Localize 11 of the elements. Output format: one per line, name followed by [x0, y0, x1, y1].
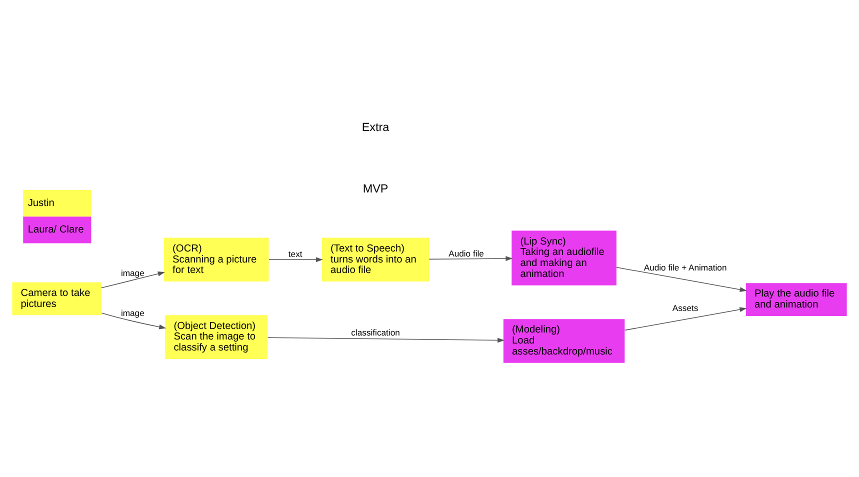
- label: MVP: [362, 182, 388, 196]
- edge-label: text: [288, 249, 302, 260]
- edge-label: classification: [351, 327, 400, 338]
- legend-label: Laura/ Clare: [28, 224, 84, 236]
- label: Extra: [362, 120, 390, 134]
- edge-label: Assets: [672, 303, 698, 314]
- edge-label: Audio file: [448, 248, 484, 258]
- edge-label: image: [120, 268, 144, 278]
- legend-label: Justin: [28, 198, 54, 209]
- edge-label: Audio file + Animation: [644, 262, 727, 272]
- edge-label: image: [120, 308, 144, 318]
